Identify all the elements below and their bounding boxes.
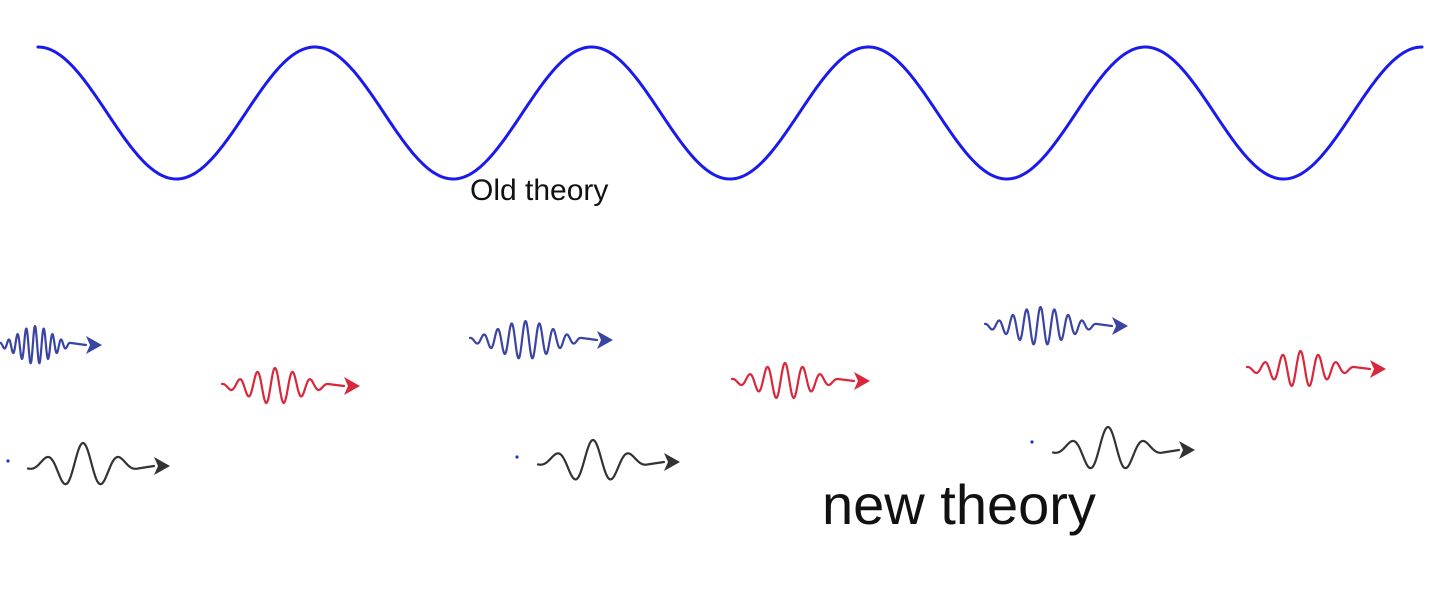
red-photon-3 (1245, 349, 1386, 387)
arrowhead-icon (1112, 317, 1128, 335)
arrowhead-icon (1179, 441, 1195, 459)
arrowhead-icon (1370, 360, 1386, 378)
arrowhead-icon (854, 372, 870, 390)
blue-photon-2 (468, 319, 613, 360)
arrowhead-icon (86, 336, 102, 354)
photon-wave (26, 441, 156, 486)
photon-wave (983, 305, 1114, 346)
new-theory-label: new theory (822, 473, 1096, 536)
old-theory-sine-wave (36, 45, 1424, 181)
blue-photon-1 (0, 324, 102, 365)
dark-photon-3 (1051, 425, 1195, 470)
dot-marker (1030, 440, 1034, 444)
red-photon-1 (220, 366, 360, 404)
photon-wave (1245, 349, 1372, 387)
photon-wave (536, 438, 666, 481)
photon-wave (468, 319, 599, 360)
arrowhead-icon (664, 453, 680, 471)
arrowhead-icon (597, 331, 613, 349)
red-photon-2 (730, 361, 870, 399)
photon-wave (730, 361, 856, 399)
dark-photon-2 (536, 438, 680, 481)
arrowhead-icon (344, 377, 360, 395)
photon-wave (0, 324, 88, 365)
dot-marker (515, 455, 519, 459)
dot-marker (6, 459, 10, 463)
old-theory-label: Old theory (470, 174, 609, 207)
dark-photon-1 (26, 441, 170, 486)
photon-wave (1051, 425, 1181, 470)
arrowhead-icon (154, 457, 170, 475)
blue-photon-3 (983, 305, 1128, 346)
photon-wave (220, 366, 346, 404)
